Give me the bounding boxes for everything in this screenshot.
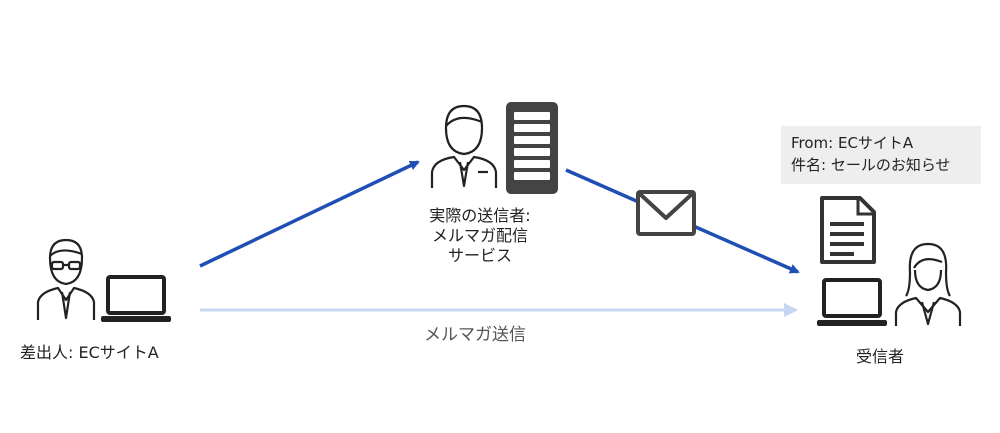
receiver-label: 受信者 (855, 347, 904, 366)
man-with-glasses-icon (36, 238, 96, 320)
man-icon (430, 104, 498, 188)
actual-sender-line: 実際の送信者: (429, 206, 531, 225)
mail-flow-label: メルマガ送信 (424, 325, 526, 345)
envelope-icon (636, 190, 696, 236)
actual-sender-line: サービス (447, 246, 512, 265)
actual-sender-line: メルマガ配信 (431, 226, 528, 245)
email-header-box: From: ECサイトA 件名: セールのお知らせ (781, 126, 981, 184)
woman-icon (894, 242, 962, 326)
sender-to-service-arrow (199, 160, 420, 268)
laptop-icon (817, 278, 887, 326)
server-icon (506, 102, 558, 194)
email-subject: 件名: セールのお知らせ (791, 156, 951, 174)
laptop-icon (101, 275, 171, 322)
sender-label: 差出人: ECサイトA (20, 343, 159, 362)
document-icon (820, 196, 876, 264)
actual-sender-label: 実際の送信者: メルマガ配信 サービス (400, 206, 560, 266)
email-from: From: ECサイトA (791, 134, 914, 152)
